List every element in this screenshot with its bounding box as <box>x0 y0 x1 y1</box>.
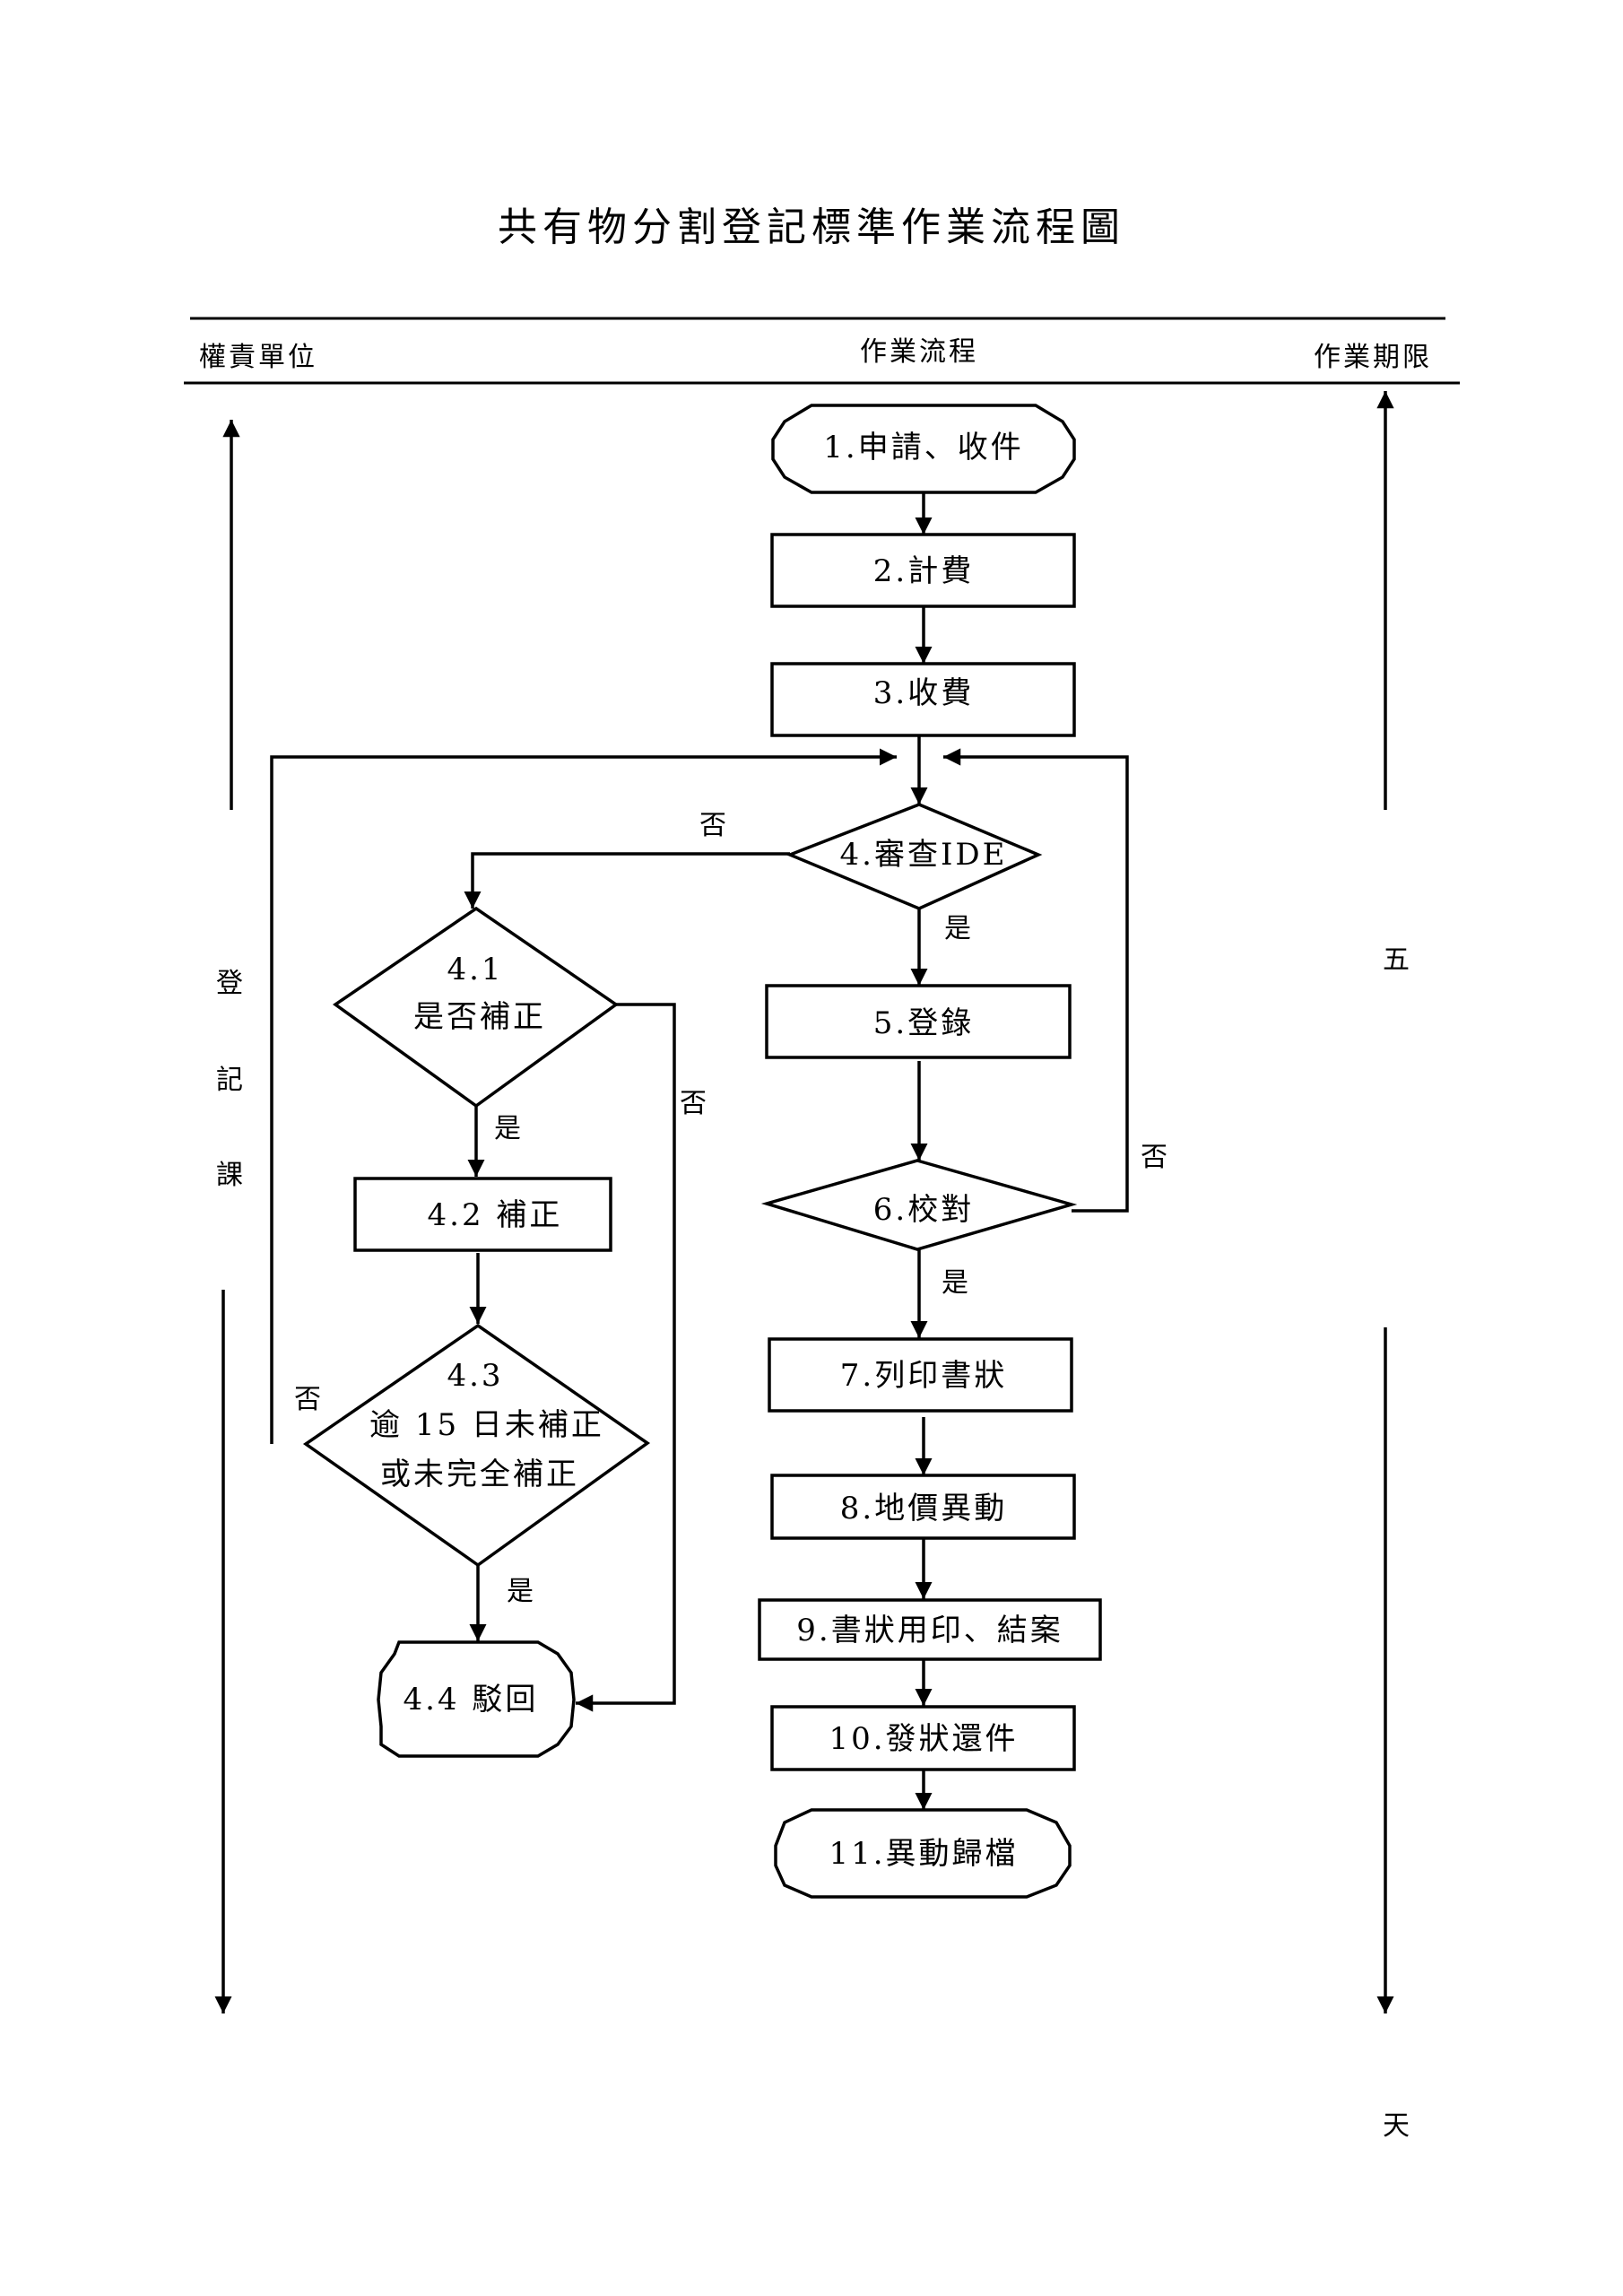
node-4-1-label-line1: 4.1 <box>447 952 503 987</box>
node-4-2-correction <box>353 1177 612 1252</box>
node-4-3-label-line1: 4.3 <box>447 1358 503 1394</box>
responsible-unit-char-1: 登 <box>216 968 243 999</box>
node-8-land-value-change <box>770 1474 1076 1540</box>
node-4-4-label: 4.4 駁回 <box>404 1682 539 1718</box>
node-4-label: 4.審查IDE <box>840 837 1008 873</box>
node-1-label: 1.申請、收件 <box>823 430 1023 465</box>
responsible-unit-char-2: 記 <box>216 1065 243 1096</box>
edge-4-3-no-label: 否 <box>294 1384 321 1415</box>
edge-43-no-loop <box>270 748 897 1444</box>
node-4-2-label: 4.2 補正 <box>428 1197 563 1233</box>
node-3-collect-fee <box>770 662 1076 737</box>
node-11-label: 11.異動歸檔 <box>829 1836 1018 1872</box>
node-9-label: 9.書狀用印、結案 <box>796 1613 1063 1648</box>
edge-6-no-label: 否 <box>1141 1142 1167 1173</box>
node-7-label: 7.列印書狀 <box>840 1358 1007 1394</box>
header-deadline: 作業期限 <box>1314 342 1432 373</box>
node-3-label: 3.收費 <box>873 675 974 711</box>
node-2-label: 2.計費 <box>873 553 974 589</box>
edge-4-yes-label: 是 <box>944 913 971 944</box>
node-9-seal-close <box>758 1598 1102 1661</box>
page-title: 共有物分割登記標準作業流程圖 <box>498 204 1125 250</box>
header-responsible-unit: 權責單位 <box>199 342 317 373</box>
node-10-label: 10.發狀還件 <box>829 1721 1018 1757</box>
edge-4-1-yes-label: 是 <box>494 1113 521 1144</box>
node-6-label: 6.校對 <box>873 1192 974 1228</box>
header-process: 作業流程 <box>860 336 978 368</box>
node-5-register <box>765 984 1072 1059</box>
edge-4-41 <box>464 852 790 909</box>
node-5-label: 5.登錄 <box>873 1005 974 1041</box>
node-1-apply-receive <box>771 404 1076 494</box>
node-11-archive <box>774 1808 1072 1899</box>
deadline-value: 五 <box>1383 944 1410 976</box>
node-4-3-label-line3: 或未完全補正 <box>380 1457 579 1492</box>
node-8-label: 8.地價異動 <box>840 1491 1007 1526</box>
edge-4-3-yes-label: 是 <box>507 1576 534 1607</box>
edge-6-yes-label: 是 <box>942 1267 968 1299</box>
edge-41-no-44 <box>576 1003 676 1712</box>
edge-4-no-label: 否 <box>699 810 726 841</box>
responsible-unit-char-3: 課 <box>216 1160 243 1191</box>
deadline-unit: 天 <box>1383 2110 1410 2142</box>
node-4-3-label-line2: 逾 15 日未補正 <box>369 1407 604 1443</box>
node-4-4-reject <box>377 1640 576 1758</box>
node-4-1-label-line2: 是否補正 <box>413 999 546 1035</box>
node-7-print-certificate <box>768 1337 1073 1413</box>
edge-6-no-loop <box>943 748 1129 1213</box>
node-6-proofread <box>760 1159 1078 1251</box>
edge-4-1-no-label: 否 <box>680 1088 707 1119</box>
